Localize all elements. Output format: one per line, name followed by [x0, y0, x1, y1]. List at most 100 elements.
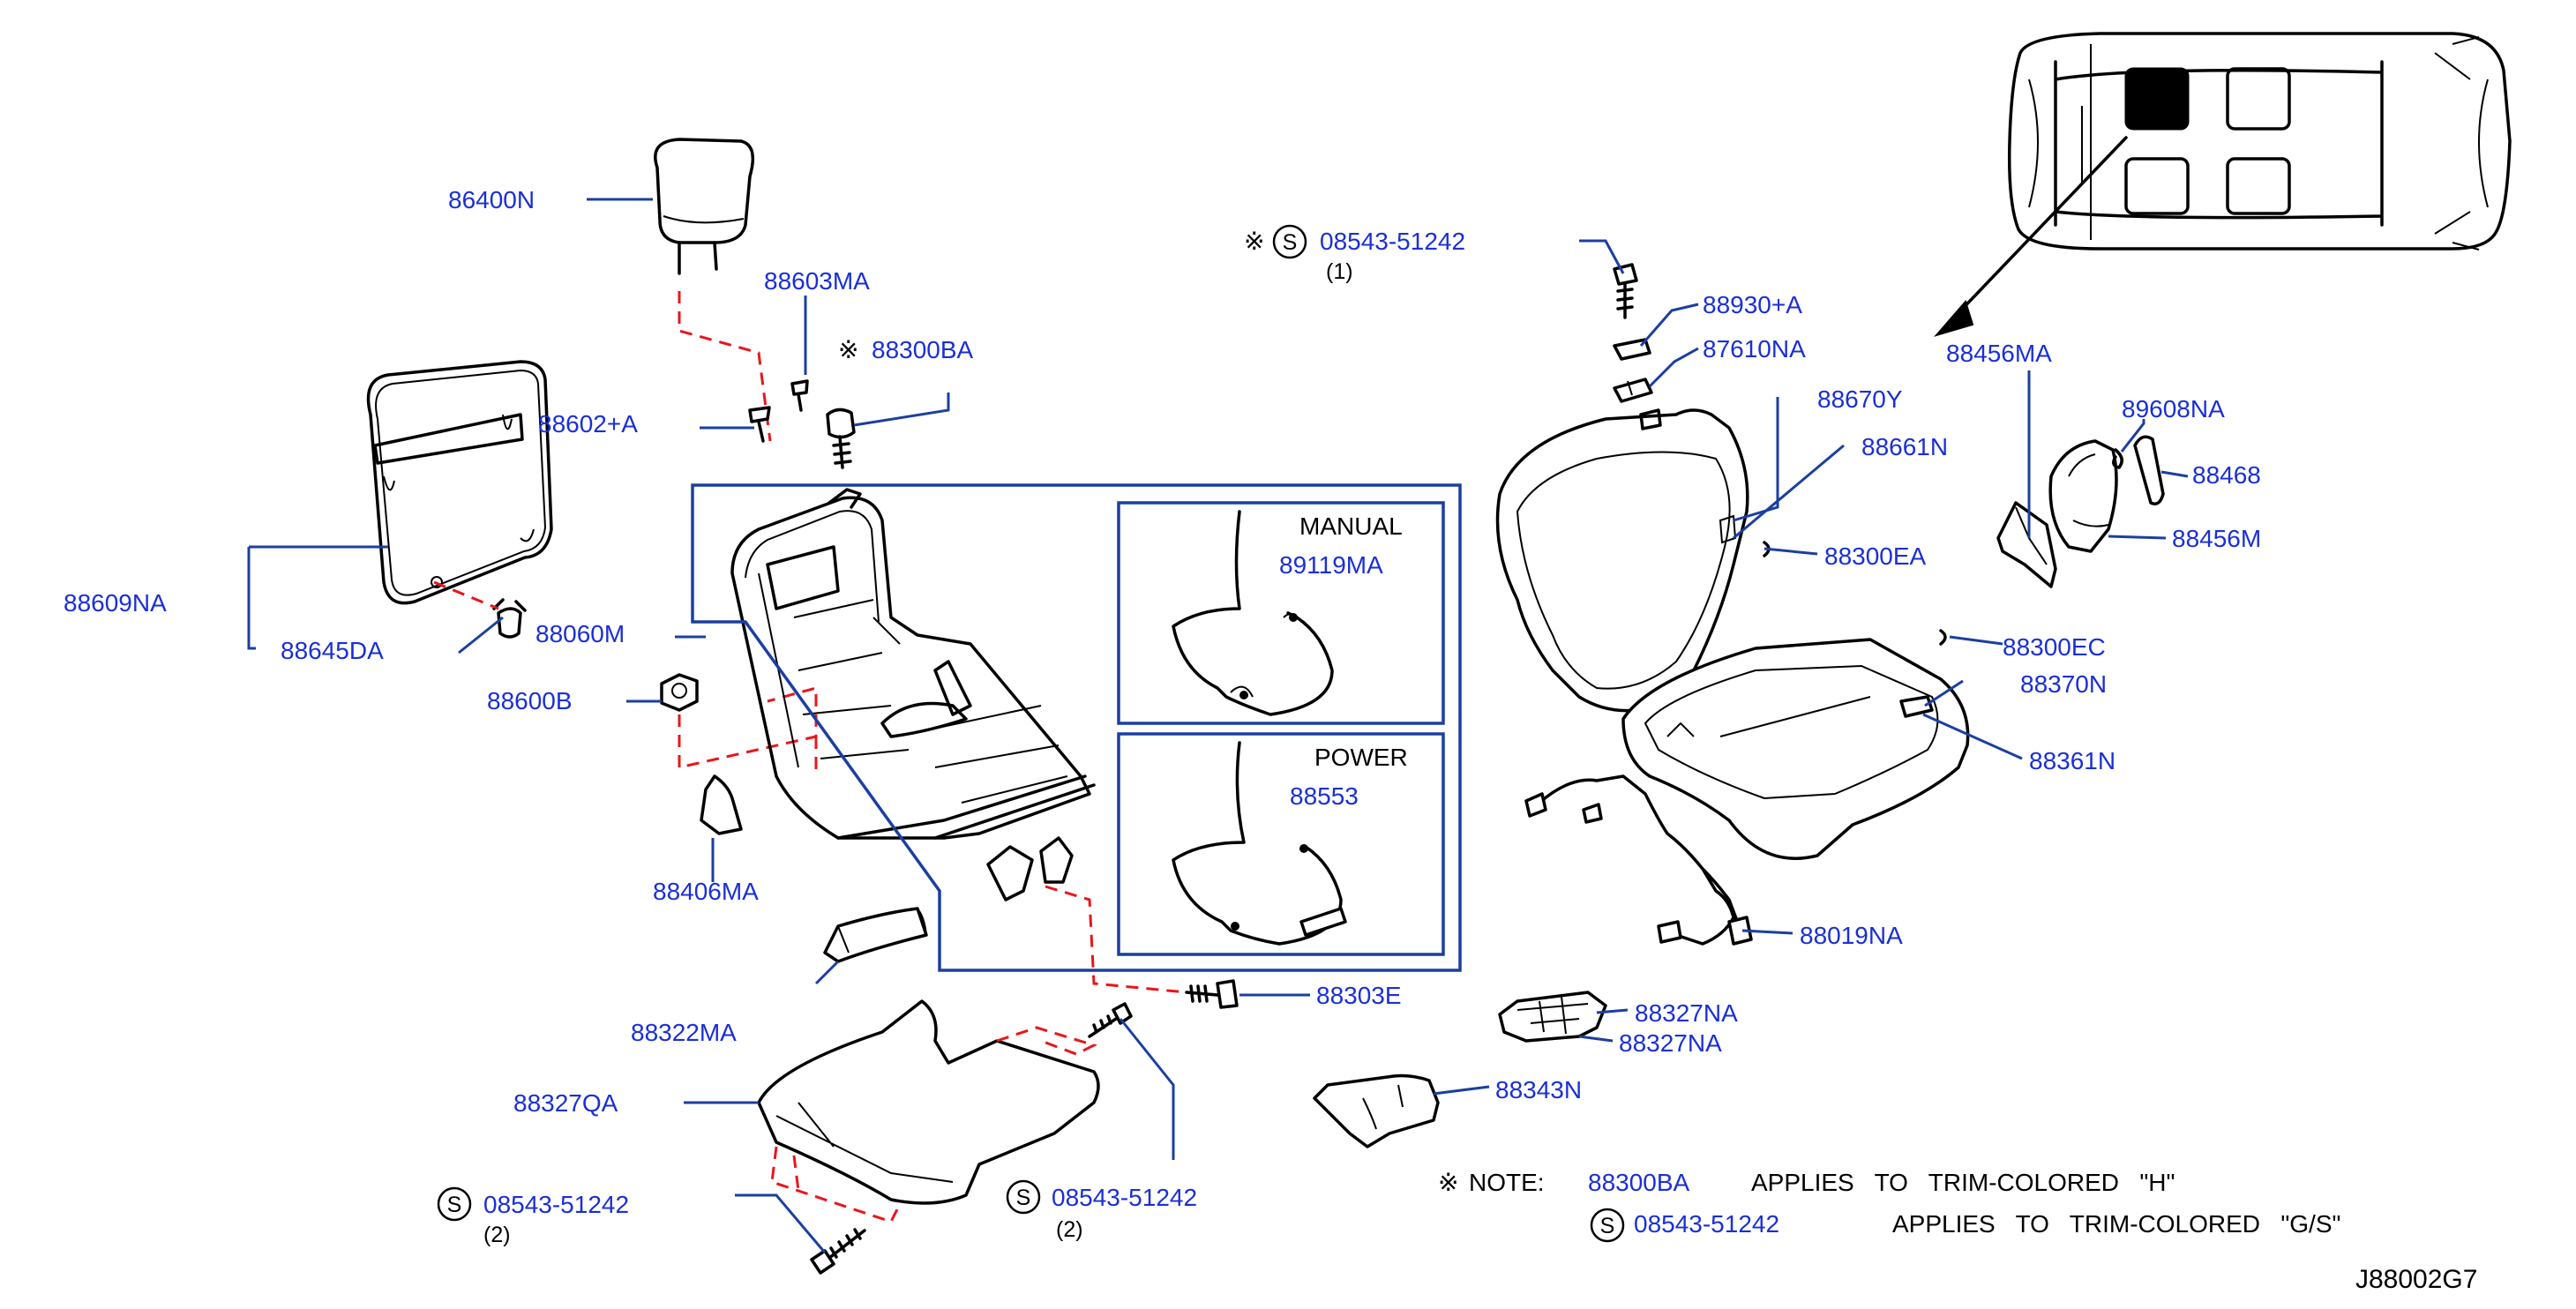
clip-88603-illustration — [790, 379, 809, 412]
label-87610NA: 87610NA — [1703, 335, 1806, 363]
seat-frame-illustration — [730, 488, 1096, 901]
guide-dash-frame — [1045, 885, 1187, 994]
leader-lines — [247, 198, 2189, 1253]
kome-symbol-top: ※ — [1244, 228, 1264, 255]
label-08543-left: 08543-51242 — [483, 1191, 629, 1218]
label-88327NA-2: 88327NA — [1619, 1029, 1722, 1057]
part-labels: 86400N 88603MA 88300BA 88602+A 88609NA 8… — [64, 186, 2261, 1247]
diagram-id: J88002G7 — [2355, 1265, 2477, 1294]
label-88361N: 88361N — [2029, 747, 2115, 774]
qty-mid: (2) — [1056, 1217, 1083, 1242]
power-harness-illustration — [1172, 741, 1347, 946]
seat-highlight-icon — [2124, 67, 2190, 131]
note-s-mark: S — [1600, 1214, 1615, 1238]
symbol-marks: ※ ※ S S S — [437, 224, 1307, 1222]
label-88327NA-1: 88327NA — [1635, 999, 1738, 1027]
note-line2-text: APPLIES TO TRIM-COLORED "G/S" — [1892, 1210, 2340, 1238]
kome-symbol-88300BA: ※ — [838, 336, 858, 363]
car-locator-illustration — [1934, 32, 2512, 337]
note-s-circle-icon — [1590, 1208, 1625, 1243]
back-board-illustration — [366, 360, 553, 605]
seat-cushion-illustration — [1621, 638, 1970, 860]
bracket-88406-illustration — [700, 774, 743, 835]
s-circle-icon-top — [1272, 224, 1307, 259]
s-circle-icon-left — [437, 1186, 472, 1222]
label-88456M: 88456M — [2172, 525, 2261, 552]
label-88060M: 88060M — [535, 620, 625, 647]
guide-dash-nut — [678, 686, 818, 776]
bolt-88303e-illustration — [1185, 979, 1239, 1009]
guide-dash-board — [433, 580, 499, 610]
cover-88327qa-illustration — [757, 999, 1100, 1205]
seat-harness-illustration — [1524, 774, 1753, 946]
s-mark-left: S — [447, 1193, 462, 1217]
s-circle-icon-mid — [1006, 1179, 1041, 1215]
note-kome-symbol: ※ — [1438, 1169, 1458, 1196]
label-88600B: 88600B — [487, 687, 573, 714]
label-88930A: 88930+A — [1703, 291, 1802, 318]
screw-mid-illustration — [1088, 1002, 1133, 1038]
qty-top: (1) — [1326, 259, 1353, 284]
clip-89608-illustration — [2112, 448, 2123, 469]
label-88645DA: 88645DA — [281, 637, 384, 664]
cover-88327na-illustration — [1498, 991, 1607, 1043]
knob-88468-illustration — [2133, 435, 2165, 505]
guide-dash-cover-right — [996, 1026, 1098, 1056]
manual-inset-title: MANUAL — [1299, 512, 1403, 540]
note-block: ※ NOTE: 88300BA APPLIES TO TRIM-COLORED … — [1438, 1169, 2340, 1243]
note-line1-part: 88300BA — [1588, 1169, 1690, 1196]
clip-88060m-illustration — [492, 598, 527, 639]
hinge-cover-88456ma-illustration — [1996, 501, 2057, 588]
note-line2-part: 08543-51242 — [1634, 1210, 1779, 1238]
label-88303E: 88303E — [1316, 982, 1402, 1009]
frame-callout-box — [691, 483, 1462, 972]
label-88343N: 88343N — [1495, 1076, 1582, 1103]
bolt-88300ba-illustration — [826, 408, 856, 469]
seat-back-illustration — [1495, 408, 1749, 713]
guide-dash-headrest — [678, 291, 772, 442]
note-prefix: NOTE: — [1469, 1169, 1545, 1196]
label-88661N: 88661N — [1861, 433, 1948, 460]
arrow-head-icon — [1934, 299, 1974, 337]
s-mark-mid: S — [1016, 1186, 1031, 1210]
clip-87610-illustration — [1613, 378, 1653, 403]
label-88327QA: 88327QA — [513, 1089, 618, 1117]
label-88370N: 88370N — [2020, 670, 2107, 698]
s-mark-top: S — [1283, 230, 1298, 255]
label-88603MA: 88603MA — [764, 267, 870, 295]
ring-88300ec-illustration — [1939, 629, 1947, 646]
trim-88322-illustration — [823, 907, 928, 963]
label-89119MA: 89119MA — [1279, 551, 1383, 579]
label-88300BA: 88300BA — [872, 336, 974, 363]
label-88300EA: 88300EA — [1824, 542, 1927, 570]
label-08543-top: 08543-51242 — [1320, 228, 1465, 255]
nut-88600b-illustration — [660, 673, 699, 712]
power-inset-box — [1117, 732, 1445, 956]
headrest-illustration — [654, 138, 755, 275]
label-08543-mid: 08543-51242 — [1052, 1184, 1197, 1211]
qty-left: (2) — [483, 1223, 511, 1247]
pin-88602-illustration — [748, 406, 771, 443]
label-88553: 88553 — [1290, 782, 1359, 810]
label-89608NA: 89608NA — [2122, 395, 2225, 423]
label-88609NA: 88609NA — [64, 589, 167, 617]
label-88468: 88468 — [2192, 461, 2261, 489]
label-86400N: 86400N — [448, 186, 535, 213]
power-inset-title: POWER — [1314, 744, 1408, 771]
label-88322MA: 88322MA — [631, 1019, 737, 1046]
label-88602A: 88602+A — [538, 410, 638, 438]
note-line1-text: APPLIES TO TRIM-COLORED "H" — [1751, 1169, 2175, 1196]
label-88406MA: 88406MA — [653, 878, 759, 905]
label-88300EC: 88300EC — [2003, 633, 2106, 661]
hinge-cover-88456m-illustration — [2048, 439, 2118, 553]
manual-inset-box — [1117, 501, 1445, 725]
screw-top-illustration — [1613, 263, 1638, 319]
screw-left-illustration — [810, 1228, 866, 1275]
label-88670Y: 88670Y — [1817, 385, 1903, 413]
guide-dash-cover-left — [770, 1146, 902, 1223]
cover-88343-illustration — [1313, 1073, 1440, 1148]
label-88456MA: 88456MA — [1946, 340, 2052, 367]
label-88019NA: 88019NA — [1800, 922, 1903, 949]
manual-harness-illustration — [1172, 510, 1334, 716]
